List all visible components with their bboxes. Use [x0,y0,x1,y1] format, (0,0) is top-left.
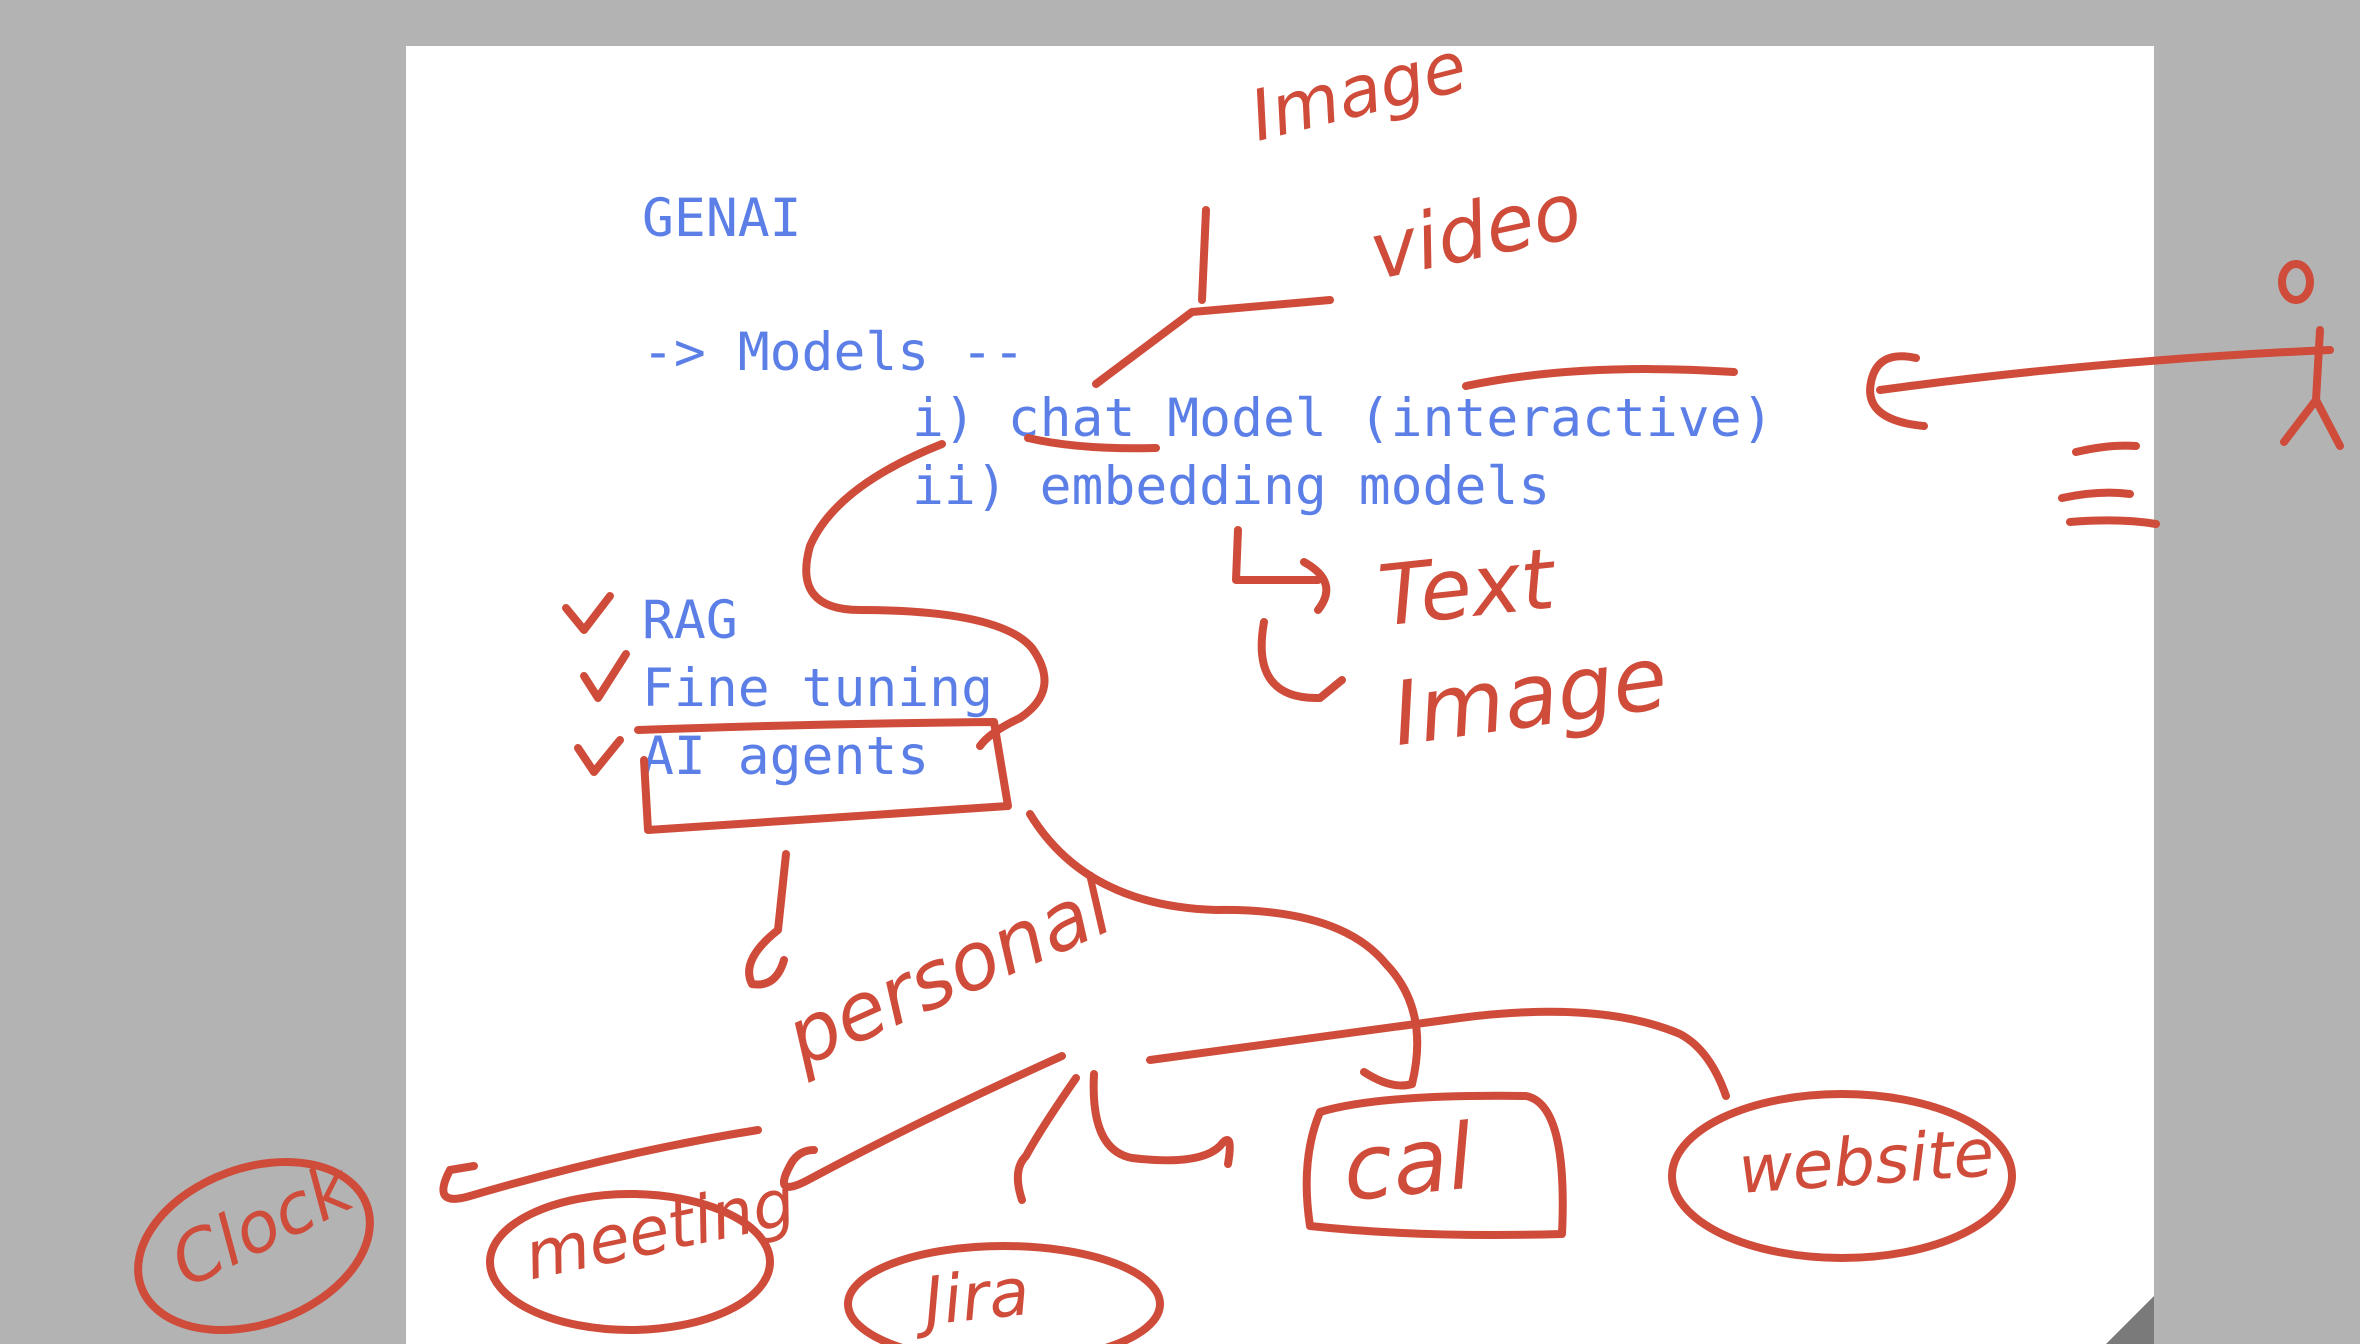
stick-figure-head [2278,260,2314,304]
topic-ai-agents: AI agents [642,726,930,787]
ink-word-text: Text [1374,529,1559,646]
ink-word-cal: cal [1338,1104,1478,1223]
model-embedding-item: ii) embedding models [912,456,1551,517]
title-genai: GENAI [642,188,802,249]
model-chat-item: i) chat Model (interactive) [912,388,1774,449]
ink-word-clock: Clock [158,1146,365,1304]
ink-word-jira: Jira [920,1252,1033,1341]
topic-fine-tuning: Fine tuning [642,658,993,719]
topic-rag: RAG [642,590,738,651]
models-heading: -> Models -- [642,322,1025,383]
stick-figure-body [2280,326,2344,450]
page-corner-fold [2106,1296,2154,1344]
